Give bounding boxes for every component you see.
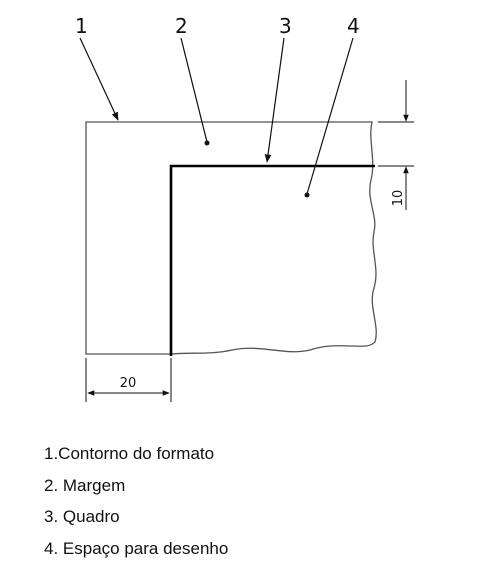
legend-item-format-outline: 1.Contorno do formato xyxy=(44,444,215,463)
drawing-area-dot xyxy=(304,192,310,198)
leader-3 xyxy=(264,37,285,163)
legend-item-margin: 2. Margem xyxy=(44,475,126,495)
sheet-outline xyxy=(85,121,377,355)
callout-2: 2 xyxy=(175,14,188,38)
frame-border xyxy=(169,164,375,356)
legend-item-drawing-area: 4. Espaço para desenho xyxy=(44,538,229,558)
leader-4 xyxy=(306,37,354,195)
callout-3: 3 xyxy=(279,14,292,38)
format-diagram: 1 2 3 4 10 20 xyxy=(75,14,414,402)
callout-1: 1 xyxy=(75,14,88,38)
legend-list: 1.Contorno do formato 2. Margem 3. Quadr… xyxy=(44,441,228,567)
margin-dot xyxy=(204,140,210,146)
legend-item-frame: 3. Quadro xyxy=(44,507,120,526)
dimension-label-20: 20 xyxy=(120,376,137,391)
leader-2 xyxy=(180,37,208,143)
leader-1 xyxy=(79,37,119,121)
callout-4: 4 xyxy=(347,14,360,38)
dimension-label-10: 10 xyxy=(391,190,406,207)
